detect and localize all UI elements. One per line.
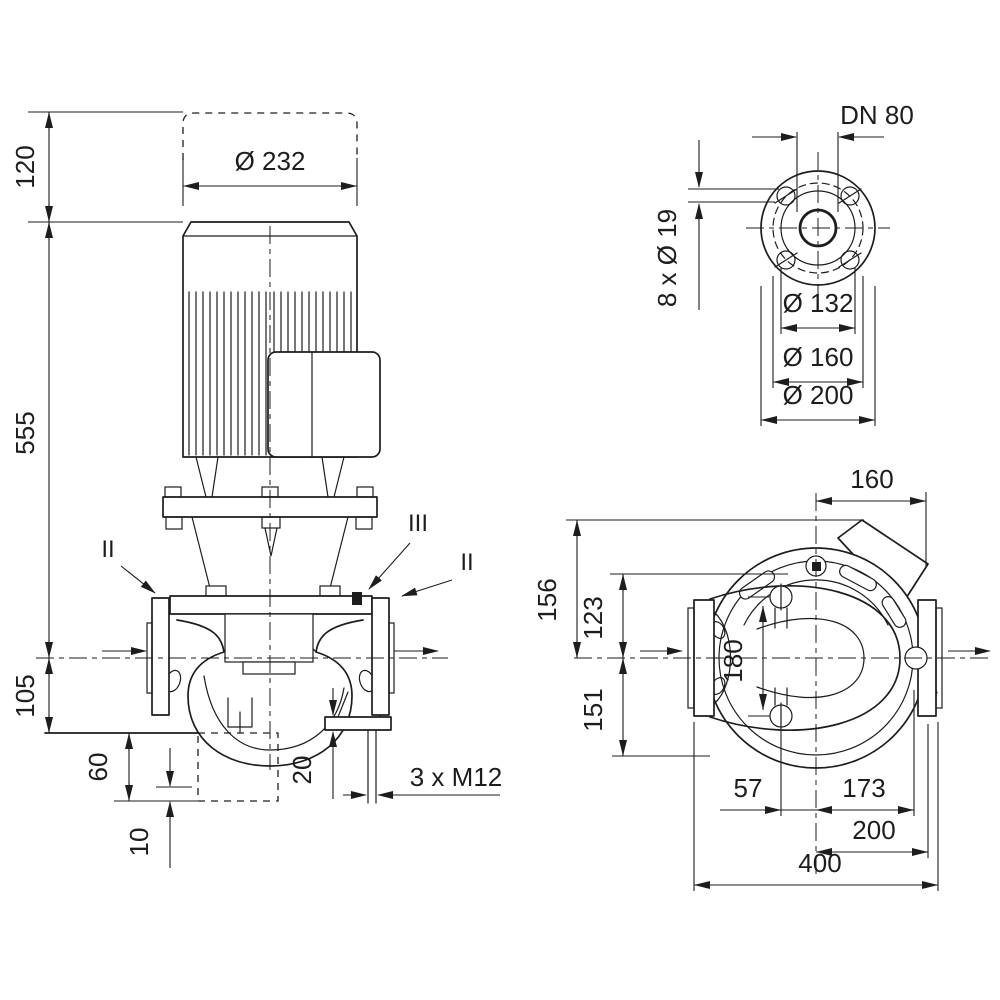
lantern-pad-left [205, 585, 227, 597]
volute-inner-arc [203, 675, 345, 751]
motor-body [182, 221, 381, 458]
dim-151: 151 [578, 658, 710, 757]
dim-d132: Ø 132 [780, 268, 856, 334]
dim-555: 555 [10, 222, 53, 658]
flange-view: DN 80 8 x Ø 19 Ø 132 Ø 160 [652, 100, 914, 426]
bolt-head-right [356, 486, 374, 498]
dim-d200-text: Ø 200 [783, 380, 854, 410]
dim-3xM12: 3 x M12 [343, 762, 503, 799]
center-stud-tip [264, 527, 278, 557]
dim-8x19-text: 8 x Ø 19 [652, 209, 682, 307]
label-II-right-leader [401, 579, 453, 597]
suction-flange [151, 597, 170, 716]
drain-plug [227, 697, 253, 734]
side-view: 120 555 105 Ø 232 [10, 111, 503, 868]
dim-555-text: 555 [10, 411, 40, 454]
dim-3xM12-text: 3 x M12 [410, 762, 503, 792]
dim-200: 200 [816, 724, 929, 858]
dim-d200: Ø 200 [760, 286, 876, 426]
dim-105-text: 105 [10, 674, 40, 717]
terminal-box [267, 351, 381, 458]
dim-120-text: 120 [10, 145, 40, 188]
lantern-pad-right [319, 585, 341, 597]
motor-extension-dashed-outline [182, 112, 358, 160]
vent-plug [352, 592, 362, 605]
label-II-right: II [460, 549, 473, 576]
dim-160: 160 [816, 464, 927, 566]
bolt-holes [774, 186, 862, 270]
nut-left [165, 516, 183, 530]
dim-156-text: 156 [532, 578, 562, 621]
dim-57-173: 57 173 [720, 690, 915, 816]
dim-200-text: 200 [852, 815, 895, 845]
dim-105: 105 [10, 658, 53, 733]
dim-232-text: Ø 232 [235, 146, 306, 176]
dim-20: 20 [287, 688, 337, 799]
dim-60: 60 [83, 733, 133, 801]
label-II-left-leader [120, 565, 156, 594]
clearance-dashed-box [197, 732, 279, 802]
label-III-leader [368, 542, 411, 590]
dim-d160: Ø 160 [772, 276, 864, 388]
section-labels: II III II [101, 510, 474, 597]
dim-120: 120 [10, 112, 53, 222]
motor-fins-right [273, 291, 352, 353]
dim-10-text: 10 [124, 828, 154, 857]
anchor-stud [367, 729, 377, 804]
lantern-sides [191, 516, 349, 597]
center-stud [261, 516, 281, 529]
label-II-left: II [101, 536, 114, 563]
foot-pad [324, 716, 392, 731]
dim-DN80-text: DN 80 [840, 100, 914, 130]
dim-151-text: 151 [578, 688, 608, 731]
dim-DN80: DN 80 [752, 100, 914, 212]
dim-123: 123 [578, 573, 788, 658]
top-view: 160 156 123 151 [532, 464, 993, 891]
discharge-flange [371, 597, 390, 716]
dim-400-text: 400 [798, 848, 841, 878]
port-bolts [748, 583, 793, 730]
dim-400: 400 [693, 722, 939, 891]
dim-160-text: 160 [850, 464, 893, 494]
clamp-ring-arc [743, 579, 889, 626]
dim-d160-text: Ø 160 [783, 342, 854, 372]
dim-156: 156 [532, 519, 864, 658]
motor-fins-left [188, 291, 267, 456]
label-III: III [408, 510, 428, 537]
pump-casing [164, 592, 392, 804]
dim-8x19: 8 x Ø 19 [652, 140, 779, 310]
dim-180-text: 180 [718, 639, 748, 682]
dim-d132-text: Ø 132 [783, 288, 854, 318]
seal-housing-step [242, 661, 296, 675]
dim-180: 180 [718, 606, 767, 710]
dim-20-text: 20 [287, 756, 317, 785]
dim-123-text: 123 [578, 596, 608, 639]
dim-57-text: 57 [734, 773, 763, 803]
dim-173-text: 173 [842, 773, 885, 803]
bolt-head-left [164, 486, 182, 498]
seal-housing [224, 613, 314, 663]
casing-top-plate [169, 595, 373, 615]
dim-232: Ø 232 [183, 146, 357, 190]
dim-60-text: 60 [83, 753, 113, 782]
dim-10: 10 [124, 748, 174, 868]
casing-horseshoe-outer [709, 584, 901, 732]
nut-right [355, 516, 373, 530]
rim-slots [738, 564, 907, 628]
